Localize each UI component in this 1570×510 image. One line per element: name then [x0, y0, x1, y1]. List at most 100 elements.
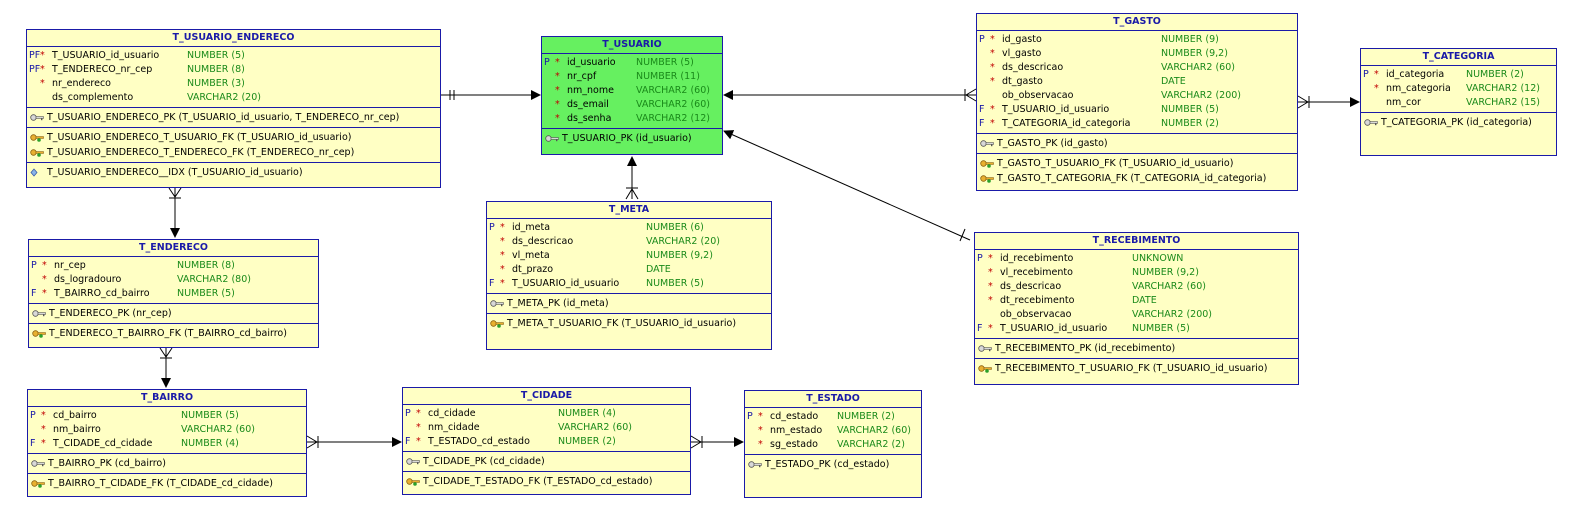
column-name: nm_cidade [428, 422, 480, 433]
foreign-key-section: T_RECEBIMENTO_T_USUARIO_FK (T_USUARIO_id… [975, 359, 1298, 378]
column-type: NUMBER (9,2) [1132, 267, 1199, 278]
primary-key-constraint[interactable]: T_CIDADE_PK (cd_cidade) [403, 454, 690, 469]
column-name: T_USUARIO_id_usuario [512, 278, 620, 289]
foreign-key-constraint[interactable]: T_GASTO_T_CATEGORIA_FK (T_CATEGORIA_id_c… [977, 171, 1297, 186]
required-mark: * [988, 267, 993, 278]
column-name: T_ENDERECO_nr_cep [52, 64, 153, 75]
primary-key-constraint[interactable]: T_USUARIO_ENDERECO_PK (T_USUARIO_id_usua… [27, 110, 440, 125]
key-flag: F [30, 438, 36, 449]
key-flag: F [405, 436, 411, 447]
key-flag: P [405, 408, 411, 419]
required-mark: * [990, 34, 995, 45]
primary-key-constraint[interactable]: T_USUARIO_PK (id_usuario) [542, 131, 722, 146]
primary-key-constraint[interactable]: T_ENDERECO_PK (nr_cep) [29, 306, 318, 321]
foreign-key-icon [31, 480, 45, 488]
column-name: ds_descricao [1000, 281, 1062, 292]
foreign-key-constraint[interactable]: T_RECEBIMENTO_T_USUARIO_FK (T_USUARIO_id… [975, 361, 1298, 376]
primary-key-constraint[interactable]: T_RECEBIMENTO_PK (id_recebimento) [975, 341, 1298, 356]
column-name: nm_categoria [1386, 83, 1451, 94]
required-mark: * [41, 424, 46, 435]
column-name: T_BAIRRO_cd_bairro [54, 288, 150, 299]
required-mark: * [990, 118, 995, 129]
column-name: nm_bairro [53, 424, 101, 435]
primary-key-constraint[interactable]: T_ESTADO_PK (cd_estado) [745, 457, 921, 472]
column-name: id_recebimento [1000, 253, 1074, 264]
constraint-label: T_CIDADE_PK (cd_cidade) [423, 456, 545, 467]
table-t-usuario-endereco[interactable]: T_USUARIO_ENDERECO PF*T_USUARIO_id_usuari… [26, 29, 441, 188]
primary-key-constraint[interactable]: T_META_PK (id_meta) [487, 296, 771, 311]
column-type: NUMBER (8) [177, 260, 235, 271]
foreign-key-constraint[interactable]: T_ENDERECO_T_BAIRRO_FK (T_BAIRRO_cd_bair… [29, 326, 318, 341]
foreign-key-constraint[interactable]: T_CIDADE_T_ESTADO_FK (T_ESTADO_cd_estado… [403, 474, 690, 489]
rel-gasto-categoria [1297, 95, 1360, 109]
foreign-key-constraint[interactable]: T_META_T_USUARIO_FK (T_USUARIO_id_usuari… [487, 316, 771, 331]
column-type: VARCHAR2 (60) [1161, 62, 1235, 73]
foreign-key-constraint[interactable]: T_USUARIO_ENDERECO_T_ENDERECO_FK (T_ENDE… [27, 145, 440, 160]
table-title: T_USUARIO_ENDERECO [27, 30, 440, 47]
index-constraint[interactable]: T_USUARIO_ENDERECO__IDX (T_USUARIO_id_us… [27, 165, 440, 180]
rel-gasto-usuario [723, 88, 977, 102]
column-name: ob_observacao [1002, 90, 1074, 101]
foreign-key-constraint[interactable]: T_BAIRRO_T_CIDADE_FK (T_CIDADE_cd_cidade… [28, 476, 306, 491]
foreign-key-constraint[interactable]: T_GASTO_T_USUARIO_FK (T_USUARIO_id_usuar… [977, 156, 1297, 171]
foreign-key-constraint[interactable]: T_USUARIO_ENDERECO_T_USUARIO_FK (T_USUAR… [27, 130, 440, 145]
table-title: T_BAIRRO [28, 390, 306, 407]
primary-key-constraint[interactable]: T_CATEGORIA_PK (id_categoria) [1361, 115, 1556, 130]
primary-key-constraint[interactable]: T_BAIRRO_PK (cd_bairro) [28, 456, 306, 471]
primary-key-constraint[interactable]: T_GASTO_PK (id_gasto) [977, 136, 1297, 151]
required-mark: * [500, 222, 505, 233]
